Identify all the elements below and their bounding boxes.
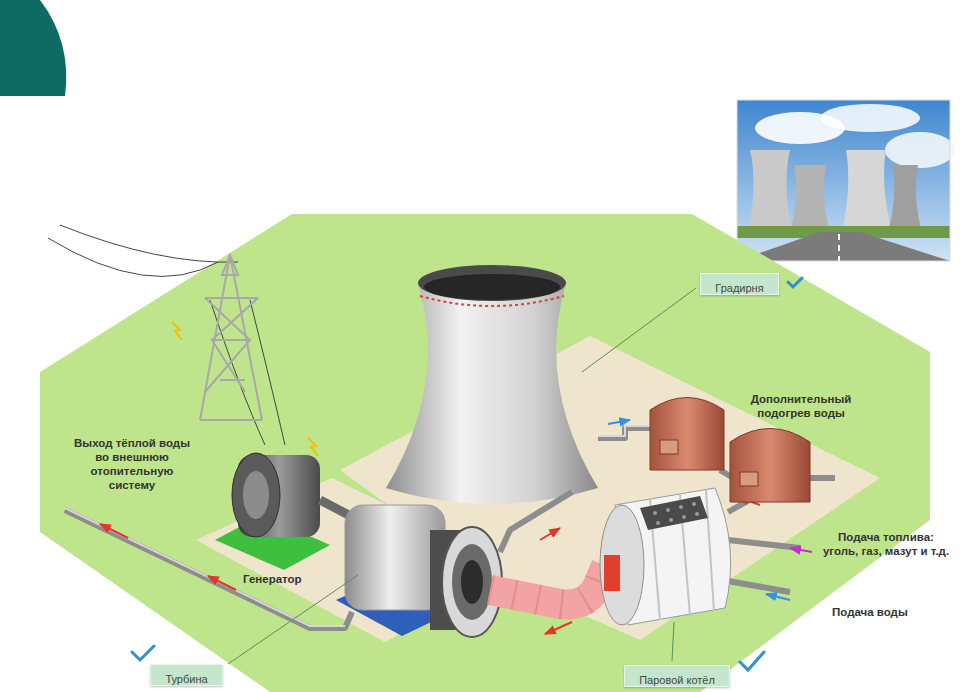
caption-label: Дополнительный подогрев воды (735, 392, 867, 420)
tag-text: Градирня (715, 281, 763, 295)
power-line (48, 225, 285, 445)
leader-line (228, 288, 696, 664)
label-box: Выход тёплой воды во внешнюю отопительну… (68, 436, 196, 492)
caption-label: Подача топлива: уголь, газ, мазут и т.д. (822, 530, 950, 558)
photo-inset (737, 100, 955, 261)
ground (40, 214, 930, 692)
callout-tag: Градирня (700, 273, 779, 295)
callout-tag: Турбина (150, 664, 223, 686)
cooling-tower (386, 265, 598, 504)
turbine (336, 505, 502, 637)
label-box: Подача топлива: уголь, газ, мазут и т.д. (822, 530, 950, 558)
steam-pipe (490, 566, 606, 605)
lightning-symbol (308, 438, 318, 456)
callout-tag: Паровой котёл (624, 665, 730, 687)
lightning-symbol (172, 322, 182, 340)
corner-shape (0, 0, 66, 96)
generator (215, 453, 362, 570)
label-box: Дополнительный подогрев воды (735, 392, 867, 420)
caption-label: Выход тёплой воды во внешнюю отопительну… (68, 436, 196, 492)
label-box: Генератор (243, 572, 323, 586)
caption-label: Подача воды (832, 605, 932, 619)
check-mark (132, 278, 802, 670)
caption-label: Генератор (243, 572, 323, 586)
pipe-highlight (65, 426, 652, 626)
tag-text: Паровой котёл (639, 673, 715, 687)
label-box: Подача воды (832, 605, 932, 619)
tag-text: Турбина (165, 672, 207, 686)
boiler (600, 488, 731, 625)
pylon (200, 255, 262, 420)
